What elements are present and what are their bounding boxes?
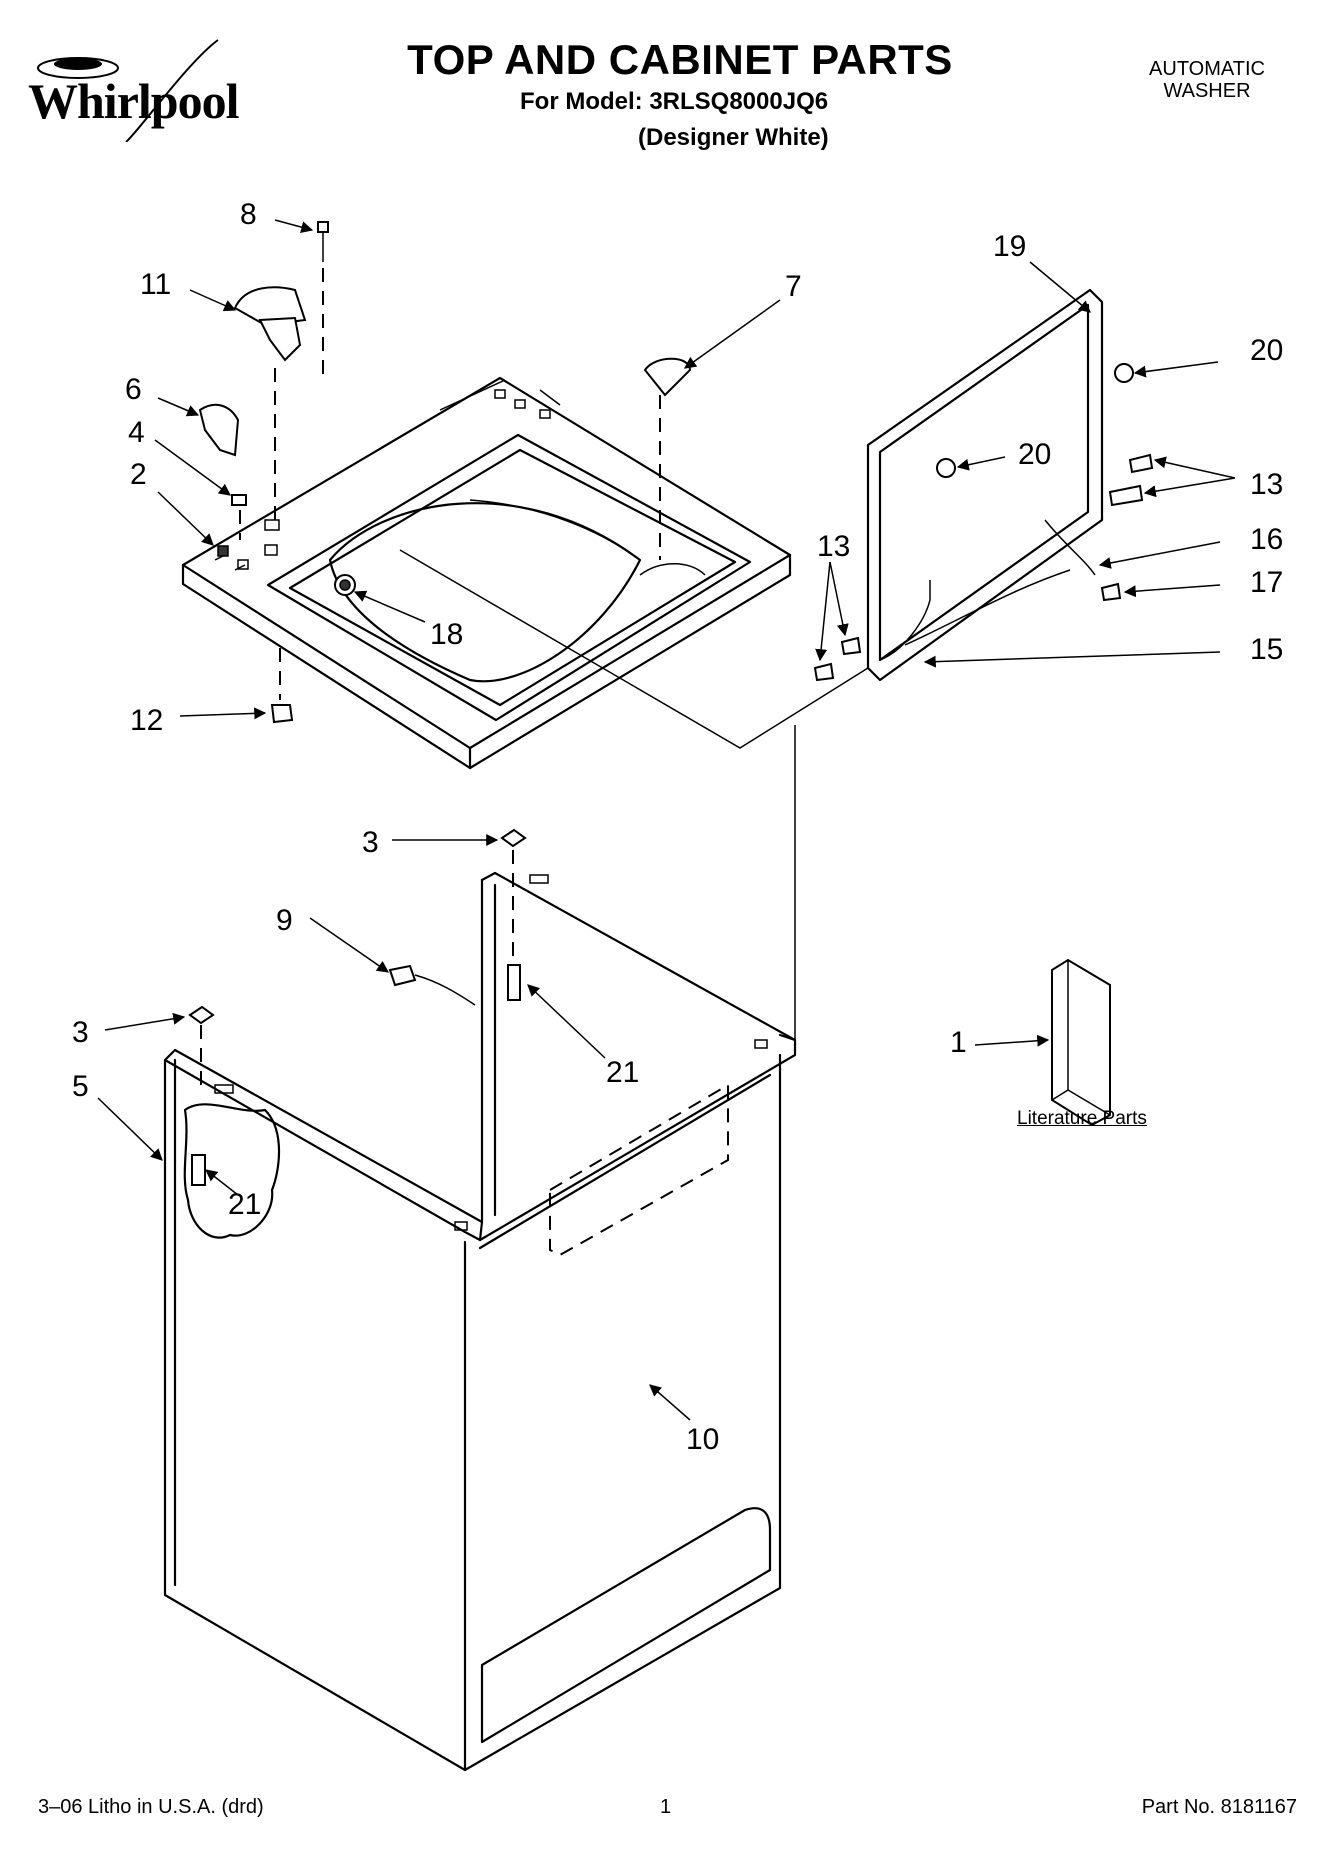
page-title: TOP AND CABINET PARTS xyxy=(407,36,953,83)
brand-name: Whirlpool xyxy=(28,73,239,129)
callout-20-lower: 20 xyxy=(1018,438,1052,471)
callout-6: 6 xyxy=(125,373,142,406)
callout-21-upper: 21 xyxy=(606,1056,640,1089)
callout-3-upper: 3 xyxy=(362,826,379,859)
logo-swoosh-icon xyxy=(37,39,219,142)
callout-21-lower: 21 xyxy=(228,1188,262,1221)
lid-switch-group xyxy=(198,221,329,540)
callout-18: 18 xyxy=(430,618,464,651)
callout-4: 4 xyxy=(128,416,145,449)
model-variant: (Designer White) xyxy=(638,124,829,151)
callout-20-upper: 20 xyxy=(1250,334,1284,367)
callout-5: 5 xyxy=(72,1070,89,1103)
callout-16: 16 xyxy=(1250,523,1284,556)
model-number: For Model: 3RLSQ8000JQ6 xyxy=(520,88,829,115)
page-number: 1 xyxy=(660,1796,672,1818)
callout-8: 8 xyxy=(240,198,257,231)
product-type-line1: AUTOMATIC xyxy=(1149,58,1265,80)
lid-bumper-part xyxy=(643,357,692,397)
callout-12: 12 xyxy=(130,704,164,737)
callout-10: 10 xyxy=(686,1423,720,1456)
callout-19: 19 xyxy=(993,230,1027,263)
product-type-line2: WASHER xyxy=(1163,80,1251,102)
clip-part-upper xyxy=(500,828,527,848)
callout-leaders xyxy=(97,219,1236,1421)
callout-15: 15 xyxy=(1250,633,1284,666)
product-type: AUTOMATIC WASHER xyxy=(1127,58,1287,102)
hinge-guide-line xyxy=(399,549,869,749)
screw-part-21-lower xyxy=(191,1154,206,1186)
callout-3-lower: 3 xyxy=(72,1016,89,1049)
literature-parts-label: Literature Parts xyxy=(1017,1108,1147,1129)
screw-9-guide xyxy=(414,974,476,1006)
literature-pack-part xyxy=(1051,958,1111,1127)
brand-logo: Whirlpool xyxy=(28,39,239,142)
cabinet-assembly xyxy=(163,871,797,1772)
callout-13-left: 13 xyxy=(817,530,851,563)
callout-7: 7 xyxy=(785,270,802,303)
screw-part-9 xyxy=(388,964,417,987)
part-number: Part No. 8181167 xyxy=(1141,1796,1297,1818)
callout-17: 17 xyxy=(1250,566,1284,599)
clip-part-lower xyxy=(188,1005,215,1025)
callout-2: 2 xyxy=(130,458,147,491)
callout-13-right: 13 xyxy=(1250,468,1284,501)
callout-1: 1 xyxy=(950,1026,967,1059)
callout-11: 11 xyxy=(140,268,172,301)
screw-part-21-upper xyxy=(507,964,521,1001)
print-info: 3–06 Litho in U.S.A. (drd) xyxy=(38,1796,264,1818)
nut-part xyxy=(270,704,294,724)
washer-top-assembly xyxy=(181,376,792,770)
lid-frame-assembly xyxy=(813,288,1154,682)
callout-9: 9 xyxy=(276,904,293,937)
